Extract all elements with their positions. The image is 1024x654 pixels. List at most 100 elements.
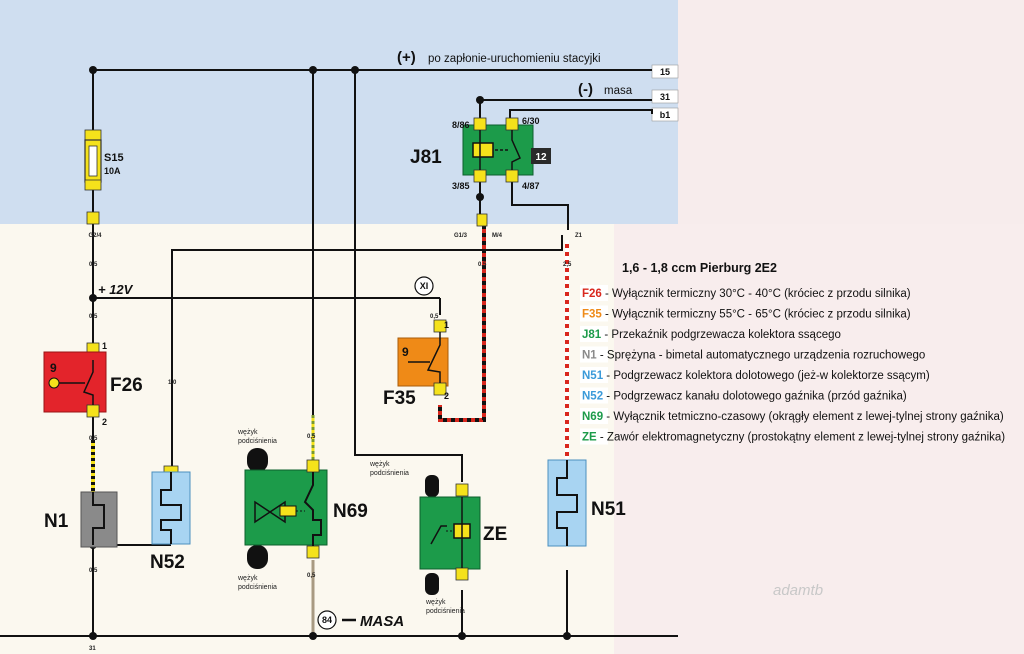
f35-temp-number: 9 [402, 345, 409, 359]
relay-pin-4-87: 4/87 [522, 181, 540, 191]
connector-xi-label: XI [420, 281, 429, 291]
legend: 1,6 - 1,8 ccm Pierburg 2E2 F26 - Wyłączn… [580, 261, 1005, 445]
legend-code-bg [580, 387, 608, 404]
legend-description: - Przekaźnik podgrzewacza kolektora ssąc… [601, 329, 841, 341]
solenoid-valve-ze: ZE wężyk podciśnienia wężyk podciśnienia [369, 461, 507, 615]
legend-item: N51 - Podgrzewacz kolektora dolotowego (… [582, 370, 930, 382]
connector-xi [414, 276, 434, 296]
bottom-31-label: 31 [89, 646, 96, 652]
fuse-rating: 10A [104, 166, 121, 176]
ground-minus-label: (-) [578, 81, 593, 98]
wire-gauge: 0,5 [478, 262, 487, 268]
wire-gauge: 0,5 [89, 262, 98, 268]
vacuum-label: wężyk [237, 575, 258, 582]
relay-name: J81 [410, 147, 442, 168]
ground-rail-label: masa [604, 85, 633, 97]
legend-item: N52 - Podgrzewacz kanału dolotowego gaźn… [582, 391, 907, 403]
legend-items: F26 - Wyłącznik termiczny 30°C - 40°C (k… [580, 285, 1005, 445]
legend-code: N51 [582, 370, 604, 382]
f26-pin1: 1 [102, 341, 107, 351]
fuse-pin-out: G2/4 [88, 233, 102, 239]
circuit-zone [0, 224, 614, 654]
legend-item: F35 - Wyłącznik termiczny 55°C - 65°C (k… [582, 309, 911, 321]
vacuum-label: podciśnienia [426, 608, 465, 615]
f26-label: F26 [110, 375, 143, 396]
legend-code: N1 [582, 350, 597, 362]
n1-label: N1 [44, 511, 69, 532]
wire-gauge: 0,5 [307, 573, 316, 579]
f35-pin1: 1 [444, 320, 449, 330]
n69-label: N69 [333, 501, 368, 522]
relay-m4: M/4 [492, 233, 503, 239]
bimetal-n1: N1 [44, 491, 118, 548]
legend-description: - Wyłącznik termiczny 55°C - 65°C (króci… [602, 309, 911, 321]
legend-code-bg [580, 305, 608, 322]
legend-item: J81 - Przekaźnik podgrzewacza kolektora … [582, 329, 841, 341]
wire-gauge: 0,5 [89, 568, 98, 574]
legend-item: F26 - Wyłącznik termiczny 30°C - 40°C (k… [582, 288, 911, 300]
legend-title: 1,6 - 1,8 ccm Pierburg 2E2 [622, 261, 777, 275]
f26-temp-number: 9 [50, 361, 57, 375]
thermoswitch-f35: 9 F35 1 2 [383, 319, 449, 409]
vacuum-label: podciśnienia [238, 438, 277, 445]
thermoswitch-f26: 9 F26 1 2 [43, 341, 143, 427]
wire-gauge: 2,5 [563, 262, 572, 268]
legend-zone [614, 224, 1024, 654]
legend-item: N1 - Sprężyna - bimetal automatycznego u… [582, 350, 925, 362]
relay-pin-8-86: 8/86 [452, 120, 470, 130]
n52-label: N52 [150, 552, 185, 573]
legend-item: ZE - Zawór elektromagnetyczny (prostokąt… [582, 432, 1005, 444]
f26-pin2: 2 [102, 417, 107, 427]
legend-description: - Zawór elektromagnetyczny (prostokątny … [597, 432, 1006, 444]
vacuum-label: wężyk [237, 429, 258, 436]
wire-gauge: 0,5 [430, 314, 439, 320]
f35-label: F35 [383, 388, 416, 409]
ignition-zone [0, 0, 678, 224]
wire-gauge: 1,0 [168, 380, 177, 386]
legend-code: ZE [582, 432, 597, 444]
term-31-label: 31 [660, 92, 670, 102]
legend-description: - Sprężyna - bimetal automatycznego urzą… [597, 350, 926, 362]
masa-label: MASA [360, 613, 404, 630]
wire-gauge: 0,5 [89, 314, 98, 320]
term-b1-label: b1 [660, 110, 671, 120]
vacuum-label: podciśnienia [238, 584, 277, 591]
plus-12v-label: + 12V [98, 282, 134, 297]
relay-pin-6-30: 6/30 [522, 116, 540, 126]
wire-gauge: 0,5 [89, 436, 98, 442]
vacuum-label: podciśnienia [370, 470, 409, 477]
legend-code: J81 [582, 329, 602, 341]
relay-pin-3-85: 3/85 [452, 181, 470, 191]
fuse-s15: S15 10A G2/4 [84, 129, 124, 239]
legend-code-bg [580, 408, 608, 424]
legend-code-bg [580, 428, 608, 445]
legend-code-bg [580, 346, 608, 363]
legend-code-bg [580, 326, 608, 342]
fuse-name: S15 [104, 152, 124, 164]
vacuum-label: wężyk [425, 599, 446, 606]
vacuum-label: wężyk [369, 461, 390, 468]
f35-pin2: 2 [444, 391, 449, 401]
legend-code: N69 [582, 411, 603, 423]
legend-item: N69 - Wyłącznik tetmiczno-czasowy (okrąg… [582, 411, 1004, 423]
heater-n51: N51 [547, 459, 626, 547]
connector-84-label: 84 [322, 615, 332, 625]
relay-g13: G1/3 [454, 233, 468, 239]
legend-code-bg [580, 367, 608, 383]
legend-description: - Podgrzewacz kolektora dolotowego (jeż-… [603, 370, 930, 382]
heater-n52: N52 [150, 465, 191, 573]
legend-code: N52 [582, 391, 603, 403]
relay-j81: 12 J81 8/86 6/30 3/85 4/87 G1/3 M/4 Z1 [410, 116, 583, 239]
term-15-label: 15 [660, 67, 670, 77]
n51-label: N51 [591, 499, 626, 520]
wire-gauges: 0,5 0,5 0,5 0,5 1,0 0,5 0,5 0,5 0,5 2,5 [89, 262, 572, 579]
relay-z1: Z1 [575, 233, 583, 239]
connector-84 [317, 610, 337, 630]
ze-label: ZE [483, 524, 507, 545]
legend-code-bg [580, 285, 608, 301]
terminal-tags: 15 31 b1 [651, 64, 679, 122]
ignition-plus-label: (+) [397, 49, 416, 66]
wire-gauge: 0,5 [307, 434, 316, 440]
legend-description: - Wyłącznik termiczny 30°C - 40°C (króci… [602, 288, 911, 300]
